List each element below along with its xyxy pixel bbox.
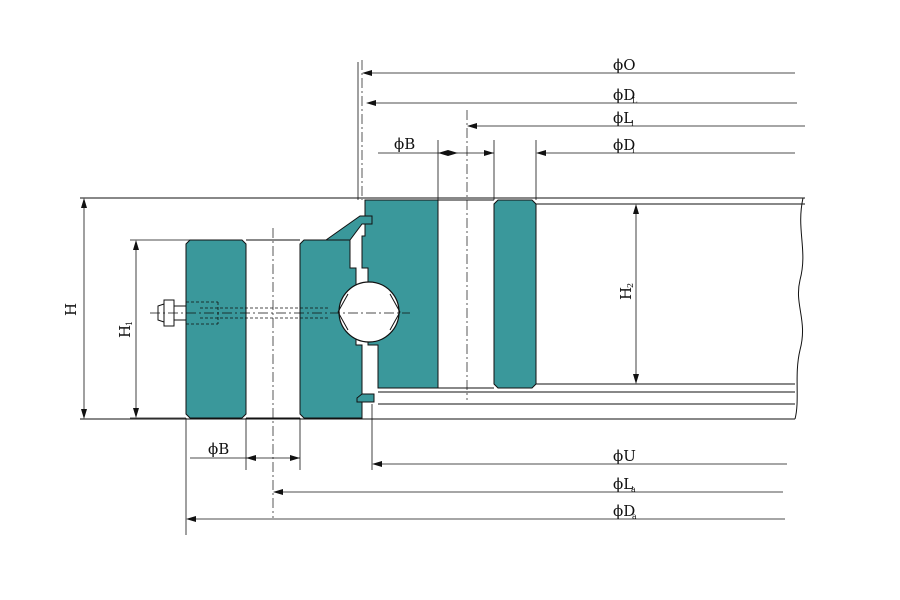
label-height-h: H <box>62 303 80 316</box>
label-phi-di: ϕD <box>613 136 635 154</box>
label-phi-da: ϕD <box>613 502 635 520</box>
mounting-lines <box>80 197 805 420</box>
label-height-h1-sub: 1 <box>125 321 134 326</box>
label-phi-la-sub: a <box>631 485 636 494</box>
rolling-ball <box>337 281 401 343</box>
label-height-h2-sub: 2 <box>626 283 635 288</box>
label-height-h2: H <box>617 287 635 300</box>
dimension-height-h: H <box>62 198 87 419</box>
dimension-phi-la: ϕL a <box>273 475 783 495</box>
inner-ring-left-section <box>361 199 439 389</box>
inner-ring-right-section <box>493 199 537 389</box>
dimension-height-h2: H 2 <box>617 204 639 384</box>
outer-ring-left-section <box>185 239 247 419</box>
outer-ring <box>185 239 363 419</box>
label-phi-dl: ϕD <box>613 86 635 104</box>
dimension-phi-da: ϕD a <box>186 502 785 522</box>
break-line <box>794 197 804 420</box>
label-phi-b-bottom: ϕB <box>208 440 229 458</box>
dimension-phi-o: ϕO <box>362 56 795 76</box>
label-phi-li-sub: i <box>631 119 634 128</box>
label-phi-o: ϕO <box>613 56 636 74</box>
bottom-seal <box>356 393 375 403</box>
label-phi-b-top: ϕB <box>394 135 415 153</box>
dimension-phi-li: ϕL i <box>467 109 805 129</box>
dimension-phi-b-top: ϕB <box>378 135 494 156</box>
label-phi-li: ϕL <box>613 109 633 127</box>
outer-ring-right-section <box>299 239 363 419</box>
dimension-height-h1: H 1 <box>116 240 139 418</box>
extension-lines <box>130 62 537 535</box>
dimension-phi-b-bottom: ϕB <box>190 440 300 461</box>
label-phi-di-sub: i <box>632 146 635 155</box>
dimension-phi-u: ϕU <box>372 447 787 467</box>
dimension-phi-di: ϕD i <box>536 136 795 156</box>
label-height-h1: H <box>116 325 134 338</box>
label-phi-u: ϕU <box>613 447 636 465</box>
center-lines <box>150 60 468 518</box>
label-phi-da-sub: a <box>632 512 637 521</box>
label-phi-dl-sub: L <box>632 96 638 105</box>
dimension-phi-dl: ϕD L <box>366 86 797 106</box>
inner-ring <box>361 199 537 389</box>
top-seal <box>324 215 373 241</box>
label-phi-la: ϕL <box>613 475 633 493</box>
